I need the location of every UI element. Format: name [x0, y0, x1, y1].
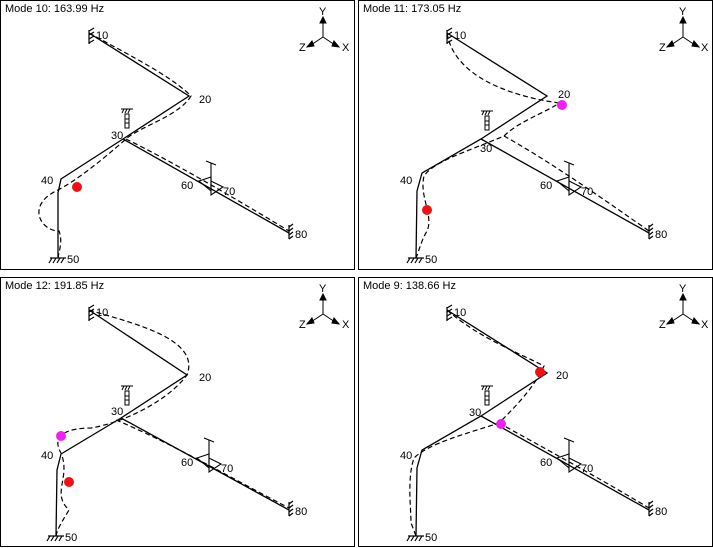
node-label-40: 40 — [400, 450, 412, 462]
mode-shape-drawing: 10 20 30 40 50 60 70 80 Y Z X — [41, 283, 350, 544]
node-label-60: 60 — [540, 180, 552, 192]
hanger-30-icon — [481, 110, 493, 131]
hanger-30-icon — [481, 385, 493, 406]
axis-label-x: X — [701, 42, 709, 54]
panel-title: Mode 10: 163.99 Hz — [5, 3, 105, 15]
node-label-50: 50 — [425, 254, 437, 266]
mode-shape-drawing: 10 20 30 40 50 60 70 80 Y Z X — [400, 6, 709, 266]
magenta-marker — [496, 419, 506, 429]
node-label-20: 20 — [199, 372, 211, 384]
anchor-50-icon — [48, 257, 66, 264]
deformed-shape — [415, 32, 650, 259]
axis-label-y: Y — [319, 283, 327, 295]
axis-label-x: X — [342, 42, 350, 54]
mode-shape-drawing: 10 20 30 40 50 60 70 80 Y Z X — [400, 283, 709, 544]
anchor-80-icon — [288, 500, 294, 517]
valve-icon — [555, 437, 583, 474]
node-label-80: 80 — [295, 229, 307, 241]
node-label-50: 50 — [67, 254, 79, 266]
axis-label-z: Z — [299, 42, 306, 54]
magenta-marker — [557, 100, 567, 110]
axis-label-z: Z — [659, 42, 666, 54]
axis-label-y: Y — [679, 6, 687, 18]
node-label-30: 30 — [480, 143, 492, 155]
undeformed-pipe — [415, 309, 650, 537]
node-label-50: 50 — [425, 532, 437, 544]
undeformed-pipe — [57, 32, 290, 258]
node-label-40: 40 — [41, 175, 53, 187]
mode-panel-2: Mode 11: 173.05 Hz 10 20 30 — [358, 0, 713, 270]
axis-label-z: Z — [299, 319, 306, 331]
panel-title: Mode 9: 138.66 Hz — [363, 280, 456, 292]
axis-triad — [305, 15, 341, 48]
node-label-70: 70 — [223, 186, 235, 198]
mode-panel-1: Mode 10: 163.99 Hz — [0, 0, 355, 270]
mode-panel-4: Mode 9: 138.66 Hz 10 20 30 — [358, 277, 713, 547]
red-marker — [72, 182, 82, 192]
hanger-30-icon — [121, 385, 133, 406]
undeformed-pipe — [415, 32, 650, 259]
node-label-20: 20 — [556, 370, 568, 382]
node-label-70: 70 — [581, 463, 593, 475]
node-label-40: 40 — [400, 175, 412, 187]
mode-shape-drawing: 10 20 30 40 50 60 70 80 Y Z X — [38, 6, 350, 266]
axis-triad — [665, 292, 701, 325]
axis-label-x: X — [342, 319, 350, 331]
mode-panel-3: Mode 12: 191.85 Hz 10 20 30 — [0, 277, 355, 547]
node-label-60: 60 — [181, 180, 193, 192]
node-label-70: 70 — [221, 463, 233, 475]
node-label-10: 10 — [454, 30, 466, 42]
valve-icon — [195, 437, 223, 474]
node-label-30: 30 — [469, 407, 481, 419]
node-label-40: 40 — [41, 450, 53, 462]
anchor-80-icon — [288, 223, 294, 240]
axis-label-y: Y — [319, 6, 327, 18]
anchor-50-icon — [406, 257, 424, 264]
anchor-80-icon — [648, 223, 654, 240]
node-label-20: 20 — [199, 94, 211, 106]
node-label-50: 50 — [65, 532, 77, 544]
axis-label-x: X — [701, 319, 709, 331]
node-label-30: 30 — [111, 406, 123, 418]
deformed-shape — [38, 32, 290, 259]
anchor-50-icon — [46, 535, 64, 542]
node-label-10: 10 — [96, 30, 108, 42]
valve-icon — [197, 160, 225, 197]
node-label-80: 80 — [295, 506, 307, 518]
node-label-30: 30 — [111, 130, 123, 142]
node-label-10: 10 — [96, 307, 108, 319]
deformed-shape — [55, 309, 290, 537]
node-label-60: 60 — [181, 457, 193, 469]
red-marker — [64, 477, 74, 487]
node-label-20: 20 — [558, 89, 570, 101]
hanger-30-icon — [121, 108, 133, 129]
anchor-80-icon — [648, 500, 654, 517]
red-marker — [535, 367, 545, 377]
valve-icon — [555, 160, 583, 197]
panel-title: Mode 12: 191.85 Hz — [5, 280, 105, 292]
anchor-50-icon — [406, 535, 424, 542]
anchor-10-icon — [88, 27, 95, 44]
panel-title: Mode 11: 173.05 Hz — [363, 3, 462, 15]
node-label-80: 80 — [655, 229, 667, 241]
node-label-70: 70 — [581, 186, 593, 198]
axis-label-z: Z — [659, 319, 666, 331]
node-label-10: 10 — [454, 307, 466, 319]
magenta-marker — [56, 431, 66, 441]
axis-triad — [305, 292, 341, 325]
red-marker — [422, 205, 432, 215]
axis-label-y: Y — [679, 283, 687, 295]
node-label-80: 80 — [655, 506, 667, 518]
axis-triad — [665, 15, 701, 48]
undeformed-pipe — [55, 309, 290, 537]
node-label-60: 60 — [540, 457, 552, 469]
deformed-shape — [409, 309, 650, 537]
